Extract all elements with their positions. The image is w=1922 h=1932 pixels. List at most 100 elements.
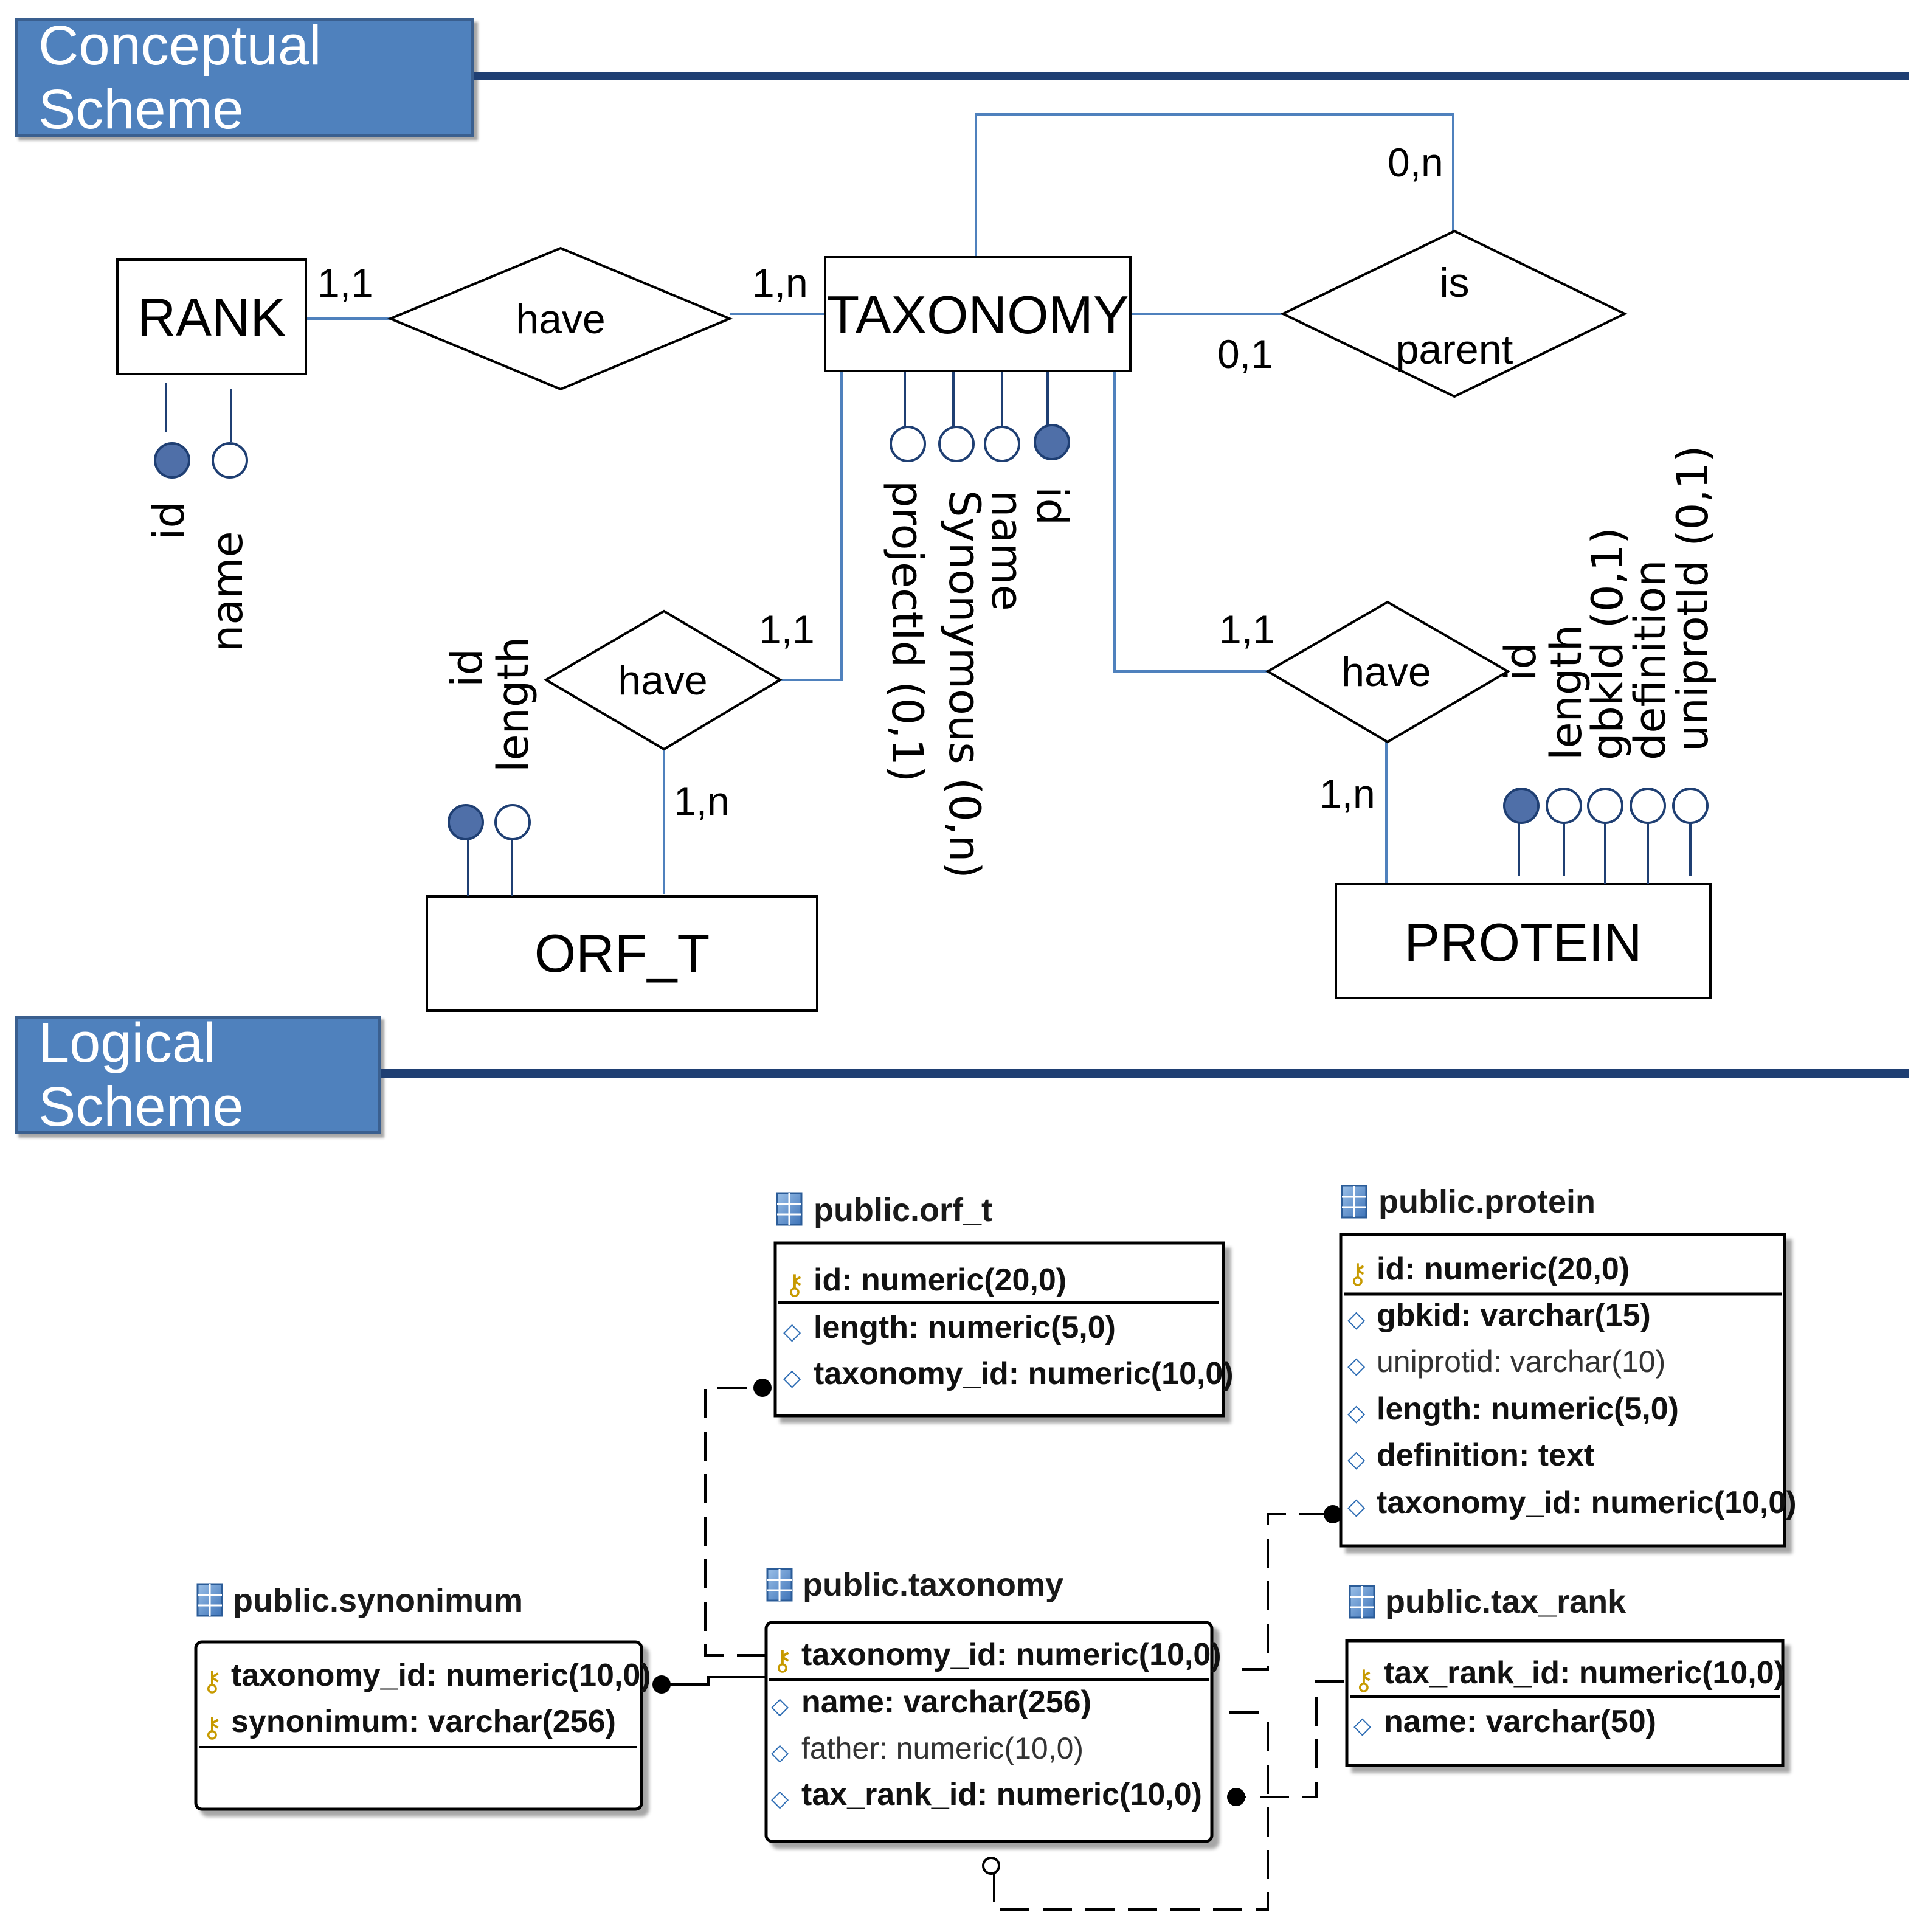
diamond-icon: ◇: [1353, 1712, 1372, 1739]
key-icon: ⚷: [202, 1664, 223, 1697]
relationship-is-parent: is parent: [1280, 229, 1628, 398]
table-protein-field-definition: definition: text: [1377, 1438, 1594, 1473]
key-icon: ⚷: [1347, 1257, 1368, 1290]
entity-orf-t-label: ORF_T: [534, 923, 710, 983]
orf-attr-id-key: [448, 804, 484, 840]
key-icon: ⚷: [772, 1644, 793, 1677]
entity-rank: RANK: [116, 258, 307, 375]
relationship-have-rank: have: [387, 246, 733, 391]
diamond-icon: ◇: [1347, 1493, 1366, 1520]
table-icon: [196, 1583, 223, 1617]
diamond-icon: ◇: [783, 1318, 801, 1345]
diamond-icon: ◇: [1347, 1399, 1366, 1426]
taxonomy-attr-id-key: [1034, 424, 1070, 460]
table-tax-rank-title: public.tax_rank: [1385, 1584, 1626, 1620]
cardinalities: 1,1 1,n 0,n 0,1 1,1 1,n 1,1 1,n: [317, 140, 1443, 823]
table-synonimum[interactable]: public.synonimum ⚷ taxonomy_id: numeric(…: [194, 1582, 651, 1811]
card-orf-have-orf: 1,n: [674, 778, 730, 823]
relationship-is-parent-label-1: is: [1439, 260, 1469, 306]
logical-solid-connectors: [668, 1676, 767, 1686]
taxonomy-attr-name: name: [982, 490, 1032, 611]
logical-fk-connectors: [704, 1387, 1344, 1911]
table-tax-rank-field-name: name: varchar(50): [1384, 1704, 1656, 1739]
table-protein-field-id: id: numeric(20,0): [1377, 1252, 1630, 1287]
father-fk-endpoint: [982, 1857, 1000, 1875]
key-icon: ⚷: [784, 1268, 805, 1301]
protein-attr-definition-marker: [1630, 788, 1666, 824]
synonimum-fk-endpoint: [652, 1675, 671, 1694]
relationship-have-rank-label: have: [516, 296, 605, 342]
taxrank-fk-endpoint: [1227, 1788, 1245, 1806]
table-protein-title: public.protein: [1378, 1183, 1595, 1220]
diamond-icon: ◇: [771, 1739, 789, 1765]
card-recursive-top: 0,n: [1388, 140, 1443, 185]
key-icon: ⚷: [1353, 1663, 1374, 1696]
card-have-taxonomy: 1,n: [752, 260, 808, 305]
entity-taxonomy-label: TAXONOMY: [826, 285, 1129, 345]
rank-attr-id: id: [144, 501, 194, 540]
protein-attr-length: length: [1541, 625, 1591, 760]
protein-attr-length-marker: [1546, 788, 1582, 824]
relationship-is-parent-label-2: parent: [1396, 327, 1513, 373]
protein-attr-uniprotid-marker: [1672, 788, 1709, 824]
table-protein-field-taxonomy-id: taxonomy_id: numeric(10,0): [1377, 1485, 1797, 1520]
table-icon: [1341, 1185, 1367, 1219]
rank-attr-name-marker: [212, 442, 248, 479]
card-rank-have: 1,1: [317, 260, 373, 305]
table-orf-t-field-length: length: numeric(5,0): [814, 1310, 1116, 1345]
table-tax-rank[interactable]: public.tax_rank ⚷ tax_rank_id: numeric(1…: [1345, 1584, 1785, 1767]
card-orf-have-taxonomy: 1,1: [759, 607, 815, 652]
table-orf-t-field-taxonomy-id: taxonomy_id: numeric(10,0): [814, 1356, 1234, 1391]
logical-scheme-rule: [381, 1069, 1909, 1078]
table-taxonomy[interactable]: public.taxonomy ⚷ taxonomy_id: numeric(1…: [764, 1567, 1222, 1843]
protein-attr-id-key: [1503, 788, 1540, 824]
table-synonimum-field-synonimum: synonimum: varchar(256): [231, 1704, 616, 1739]
table-icon: [776, 1192, 803, 1226]
table-orf-t[interactable]: public.orf_t ⚷ id: numeric(20,0) ◇ lengt…: [773, 1192, 1234, 1418]
taxonomy-attr-name-marker: [984, 426, 1020, 462]
entity-protein: PROTEIN: [1335, 883, 1712, 999]
table-synonimum-field-taxonomy-id: taxonomy_id: numeric(10,0): [231, 1658, 651, 1693]
protein-attr-gbkid-marker: [1587, 788, 1623, 824]
conceptual-scheme-title: Conceptual Scheme: [38, 14, 322, 140]
diamond-icon: ◇: [771, 1692, 789, 1719]
conceptual-scheme-rule: [474, 72, 1909, 80]
entity-protein-label: PROTEIN: [1404, 912, 1642, 972]
relationship-have-orf: have: [544, 609, 783, 751]
table-icon: [1349, 1585, 1375, 1619]
orf-fk-endpoint: [753, 1379, 772, 1397]
card-protein-have-protein: 1,n: [1319, 771, 1375, 816]
diamond-icon: ◇: [1347, 1352, 1366, 1379]
taxonomy-attr-synonymous-marker: [938, 426, 975, 462]
relationship-have-protein: have: [1265, 600, 1510, 744]
diamond-icon: ◇: [783, 1364, 801, 1391]
diamond-icon: ◇: [1347, 1306, 1366, 1332]
rank-attr-name: name: [202, 531, 252, 652]
rank-attr-id-key: [154, 442, 190, 479]
logical-scheme-banner: Logical Scheme: [15, 1012, 381, 1138]
card-protein-have-taxonomy: 1,1: [1219, 607, 1275, 652]
orf-attr-length: length: [488, 637, 538, 772]
table-synonimum-title: public.synonimum: [233, 1582, 523, 1619]
table-protein[interactable]: public.protein ⚷ id: numeric(20,0) ◇ gbk…: [1339, 1183, 1797, 1548]
table-taxonomy-title: public.taxonomy: [803, 1567, 1063, 1603]
table-icon: [766, 1568, 793, 1602]
conceptual-connectors: [307, 113, 1454, 894]
protein-attributes: [1503, 788, 1709, 884]
table-protein-field-gbkid: gbkid: varchar(15): [1377, 1298, 1651, 1333]
entity-taxonomy: TAXONOMY: [824, 256, 1132, 372]
protein-attr-gbkid: gbkId (0,1): [1583, 527, 1633, 760]
protein-fk-endpoint: [1324, 1505, 1342, 1523]
table-orf-t-title: public.orf_t: [814, 1192, 992, 1228]
table-taxonomy-field-tax-rank-id: tax_rank_id: numeric(10,0): [801, 1777, 1202, 1812]
protein-attr-id: id: [1496, 642, 1546, 681]
taxonomy-attr-projectid: projectId (0,1): [882, 480, 932, 782]
logical-scheme-title: Logical Scheme: [38, 1011, 244, 1138]
orf-attr-length-marker: [494, 804, 531, 840]
diamond-icon: ◇: [1347, 1446, 1366, 1472]
table-protein-field-uniprotid: uniprotid: varchar(10): [1377, 1345, 1665, 1379]
orf-attr-id: id: [442, 648, 492, 687]
card-recursive-side: 0,1: [1217, 331, 1273, 376]
rank-attributes: [154, 383, 248, 479]
taxonomy-attr-id: id: [1027, 486, 1077, 525]
